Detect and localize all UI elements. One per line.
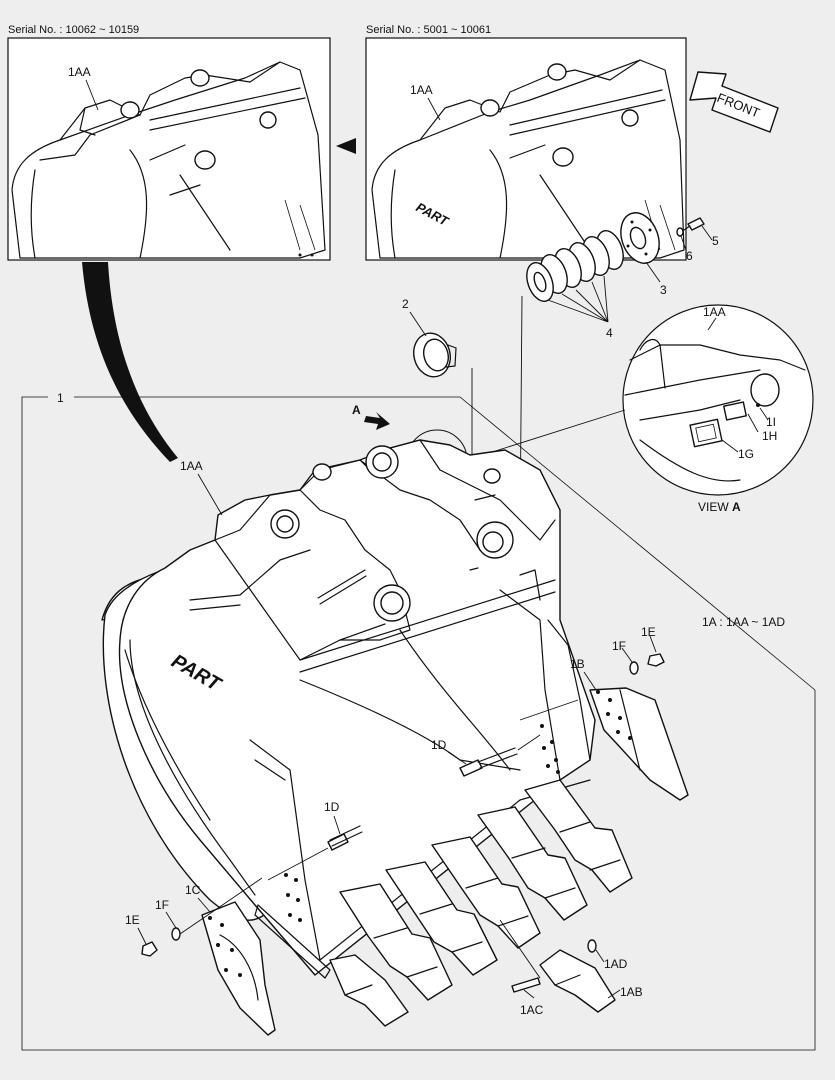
label-1G: 1G — [738, 447, 754, 461]
label-3: 3 — [660, 283, 667, 297]
leader-1F-right — [621, 647, 633, 663]
tooth-3 — [431, 836, 541, 949]
main-frame — [21, 396, 816, 1051]
label-1AA-view: 1AA — [703, 305, 726, 319]
leader-1AD — [595, 949, 605, 963]
tooth-4 — [385, 861, 498, 976]
washer-6 — [676, 227, 684, 237]
leader-4 — [547, 275, 609, 323]
leader-1C — [197, 897, 211, 913]
shims-4 — [526, 230, 624, 302]
inset-left: Serial No. : 10062 ~ 10159 1AA — [7, 24, 331, 261]
label-1C: 1C — [185, 883, 201, 897]
leader-1AA-right — [427, 97, 441, 121]
label-2: 2 — [402, 297, 409, 311]
leader-1B — [583, 671, 597, 691]
side-cutter-1C — [141, 901, 276, 1036]
leader-1E-left — [137, 927, 147, 945]
side-cutter-1B — [589, 653, 689, 801]
label-1AA-right: 1AA — [410, 83, 433, 97]
label-4: 4 — [606, 326, 613, 340]
label-1AA-left: 1AA — [68, 65, 91, 79]
parts-3-to-6: 5 6 3 4 — [526, 212, 719, 340]
outline-arrow-icon: FRONT — [689, 71, 779, 133]
leader-1AA-left — [85, 79, 99, 111]
black-curved-arrow-icon — [82, 262, 178, 462]
leader-1AB — [607, 989, 621, 999]
label-1E-left: 1E — [125, 913, 140, 927]
label-1F-left: 1F — [155, 898, 169, 912]
label-1D-mid: 1D — [431, 738, 447, 752]
bolt-1D-mid — [447, 734, 541, 777]
tooth-2 — [477, 806, 588, 921]
tooth-6 — [329, 954, 409, 1027]
label-6: 6 — [686, 249, 693, 263]
leader-1E-right — [649, 635, 657, 653]
bolt-5 — [683, 217, 705, 231]
view-a-label: VIEW A — [698, 500, 741, 514]
serial-header-left: Serial No. : 10062 ~ 10159 — [8, 24, 139, 36]
label-1D-left: 1D — [324, 800, 340, 814]
leader-1AC — [523, 989, 535, 999]
bolt-1D-left — [267, 815, 363, 881]
leader-1B-to-body — [519, 699, 579, 721]
label-1AB: 1AB — [620, 985, 643, 999]
leader-tooth-exploded — [499, 919, 541, 979]
leader-5 — [701, 225, 713, 241]
plate-3 — [620, 212, 660, 264]
label-1B: 1B — [570, 657, 585, 671]
view-a-arrow: A — [352, 403, 390, 430]
leader-3 — [645, 261, 661, 283]
tooth-exploded-1AB — [511, 939, 616, 1013]
view-a-detail: 1I 1H 1G 1AA — [622, 304, 814, 496]
serial-header-right: Serial No. : 5001 ~ 10061 — [366, 24, 491, 36]
label-A-arrow: A — [352, 403, 361, 417]
tooth-1 — [524, 779, 633, 893]
label-1: 1 — [57, 391, 64, 405]
label-5: 5 — [712, 234, 719, 248]
label-1AC: 1AC — [520, 1003, 544, 1017]
note-1A: 1A : 1AA ~ 1AD — [702, 615, 785, 629]
bushing-2: 2 — [402, 297, 457, 378]
leader-1C-to-body — [179, 877, 263, 935]
label-1E-right: 1E — [641, 625, 656, 639]
label-1I: 1I — [766, 415, 776, 429]
leader-6 — [680, 235, 687, 251]
label-1H: 1H — [762, 429, 777, 443]
leader-1AA-main — [197, 473, 223, 516]
label-1AD: 1AD — [604, 957, 628, 971]
tooth-5 — [339, 883, 453, 1001]
black-triangle-left-icon — [336, 138, 356, 154]
leader-1F-left — [165, 911, 177, 929]
bucket-top-left-drawing — [11, 61, 326, 259]
label-1F-right: 1F — [612, 639, 626, 653]
bucket-teeth — [329, 779, 633, 1027]
main-bucket: PART — [101, 439, 596, 979]
label-1AA-main: 1AA — [180, 459, 203, 473]
